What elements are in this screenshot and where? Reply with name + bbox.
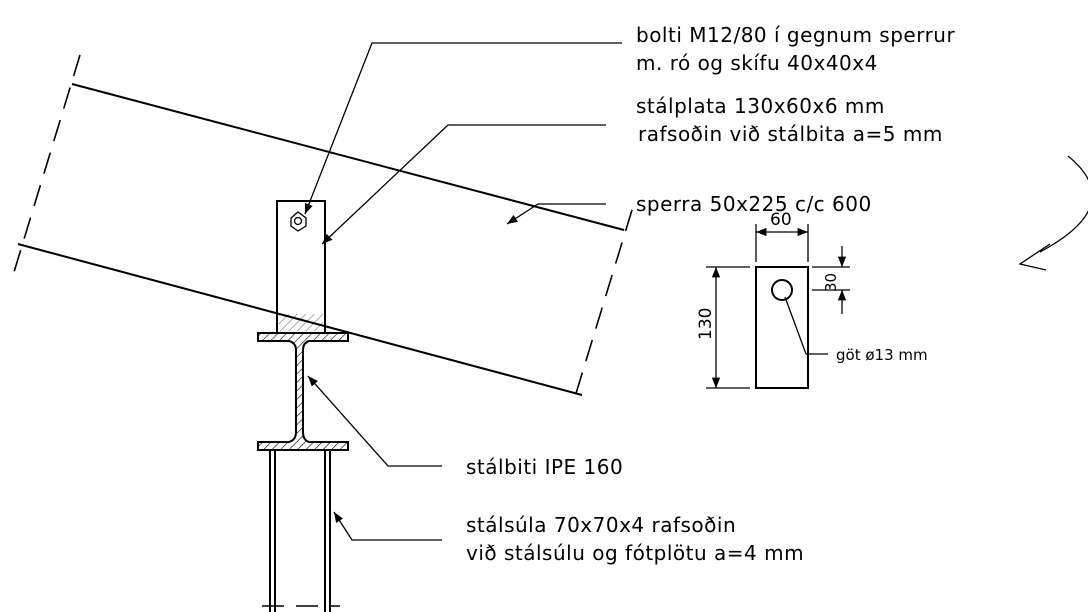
leader-column (333, 511, 442, 541)
bolt-label-line1: bolti M12/80 í gegnum sperrur (636, 23, 955, 47)
leader-bolt (304, 42, 622, 215)
plate-detail: 60 130 30 göt ø13 mm (696, 210, 928, 389)
leader-rafter (506, 203, 606, 225)
height-dimension: 130 (696, 308, 716, 340)
column-label-line2: við stálsúlu og fótplötu a=4 mm (466, 541, 804, 565)
plate-detail-outline (755, 266, 809, 389)
steel-column (262, 450, 340, 612)
leader-lines (304, 42, 622, 541)
plate-label-line1: stálplata 130x60x6 mm (636, 94, 885, 118)
beam-label: stálbiti IPE 160 (466, 455, 623, 479)
hole-icon (771, 279, 793, 301)
bolt-label-line2: m. ró og skífu 40x40x4 (636, 51, 878, 75)
steel-plate (276, 200, 326, 334)
width-dimension: 60 (770, 210, 792, 230)
ipe-beam-section (257, 332, 349, 451)
rafter (13, 54, 633, 401)
hole-offset-dimension: 30 (822, 273, 840, 292)
column-label-line1: stálsúla 70x70x4 rafsoðin (466, 513, 736, 537)
hole-label: göt ø13 mm (836, 346, 928, 364)
rafter-left-break (13, 54, 81, 273)
rafter-label: sperra 50x225 c/c 600 (636, 192, 872, 216)
bolt-nut-icon (290, 211, 307, 232)
leader-beam (307, 375, 442, 467)
leader-plate (321, 124, 606, 245)
plate-label-line2: rafsoðin við stálbita a=5 mm (638, 122, 943, 146)
rafter-top-edge (71, 83, 625, 231)
detail-reference-arrow (1018, 155, 1088, 271)
rafter-right-break (573, 209, 633, 401)
